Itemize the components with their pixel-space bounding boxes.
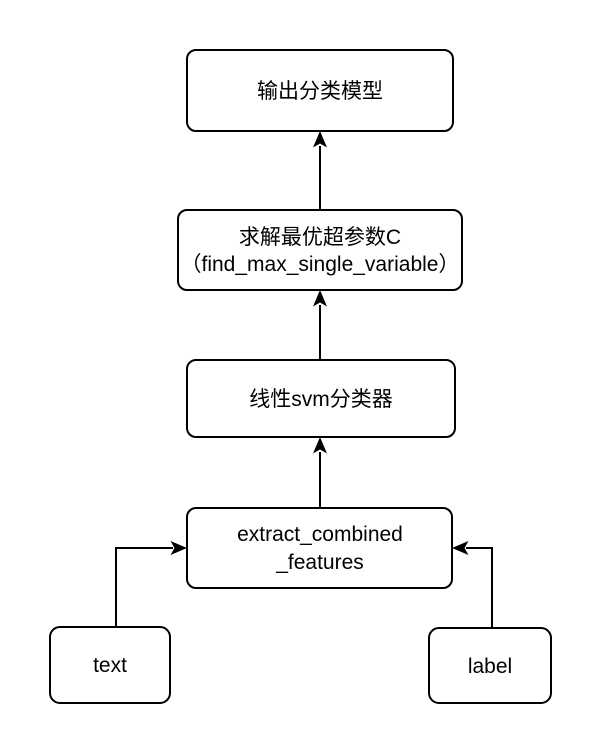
- arrow-right-icon: [170, 541, 187, 555]
- node-find-hyperparam-box: [177, 209, 463, 291]
- node-text-input: text: [49, 626, 171, 704]
- node-find-hyperparam-label-line1: 求解最优超参数C: [239, 226, 401, 249]
- connector-line: [115, 547, 173, 627]
- node-text-input-label: text: [93, 654, 127, 677]
- node-extract-features-label-line1: extract_combined: [237, 523, 403, 546]
- connector-extract-to-svm: [313, 437, 327, 508]
- connector-line: [466, 547, 493, 628]
- node-extract-features-label-line2: _features: [275, 551, 364, 574]
- node-output-model-label: 输出分类模型: [257, 80, 383, 103]
- node-output-model-box: [186, 49, 454, 132]
- arrow-left-icon: [452, 541, 469, 555]
- node-extract-features-box: [186, 507, 453, 589]
- connector-text-to-extract: [115, 541, 187, 627]
- connector-label-to-extract: [452, 541, 493, 628]
- connector-hyperparam-to-output: [313, 131, 327, 210]
- node-linear-svm-box: [186, 359, 456, 438]
- node-text-input-box: [49, 626, 171, 704]
- node-label-input-label: label: [468, 655, 512, 678]
- arrow-up-icon: [313, 437, 327, 454]
- node-linear-svm: 线性svm分类器: [186, 359, 456, 438]
- connector-svm-to-hyperparam: [313, 290, 327, 360]
- arrow-up-icon: [313, 131, 327, 148]
- node-find-hyperparam: 求解最优超参数C （find_max_single_variable）: [177, 209, 463, 291]
- node-label-input-box: [428, 627, 552, 704]
- node-extract-features: extract_combined _features: [186, 507, 453, 589]
- node-label-input: label: [428, 627, 552, 704]
- arrow-up-icon: [313, 290, 327, 307]
- node-find-hyperparam-label-line2: （find_max_single_variable）: [181, 253, 460, 276]
- node-linear-svm-label: 线性svm分类器: [249, 388, 393, 411]
- node-output-model: 输出分类模型: [186, 49, 454, 132]
